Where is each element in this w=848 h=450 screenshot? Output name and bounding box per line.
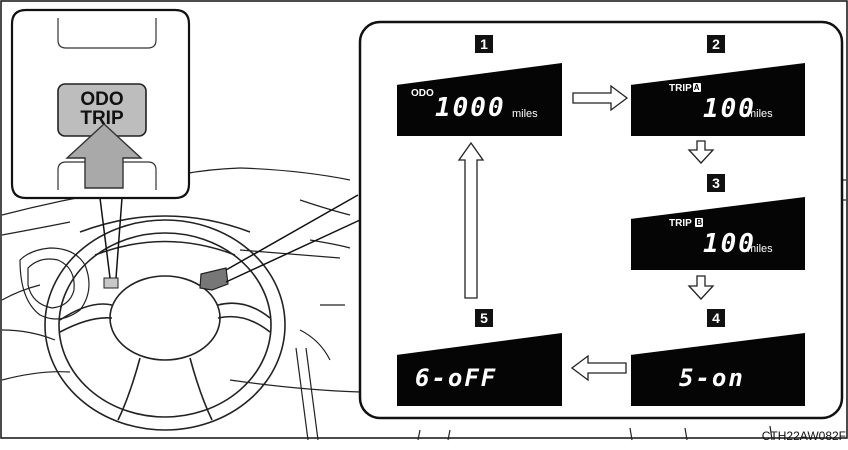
step-2-badge: 2 <box>707 35 725 53</box>
down-arrow-icon-a <box>687 140 715 164</box>
display-callout-line-a <box>225 194 359 271</box>
lcd-1-value: 1000 <box>435 93 506 123</box>
step-5-badge: 5 <box>475 309 493 327</box>
step-1-badge: 1 <box>475 35 493 53</box>
step-3-badge: 3 <box>707 174 725 192</box>
odo-trip-button-label[interactable]: ODO TRIP <box>58 90 146 128</box>
button-callout-line-a <box>99 197 111 279</box>
lcd-1-unit: miles <box>512 108 538 120</box>
right-arrow-icon <box>572 84 629 112</box>
cluster-left-marker <box>103 277 119 289</box>
press-arrow-icon <box>65 123 143 189</box>
button-line-1: ODO <box>80 89 124 110</box>
cluster-display-marker <box>199 267 229 291</box>
left-arrow-icon <box>570 354 627 382</box>
lcd-2-sub: A <box>692 83 701 92</box>
up-arrow-icon <box>457 141 485 299</box>
lcd-2-unit: miles <box>747 108 773 120</box>
lcd-1-label: ODO <box>411 88 434 99</box>
figure-border <box>0 0 848 439</box>
lcd-3-sub: B <box>695 218 704 227</box>
button-line-2: TRIP <box>80 108 124 129</box>
button-callout-line-b <box>115 197 123 279</box>
lcd-4-value: 5-on <box>679 364 745 392</box>
lcd-2-value: 100 <box>703 94 756 124</box>
lcd-3-value: 100 <box>703 229 756 259</box>
display-callout-line-b <box>225 219 361 283</box>
steering-wheel <box>44 215 286 431</box>
down-arrow-icon-b <box>687 275 715 300</box>
lcd-5-value: 6-oFF <box>415 364 498 392</box>
lcd-3-label: TRIP B <box>669 218 704 229</box>
lcd-3-unit: miles <box>747 243 773 255</box>
figure-code: CTH22AW082F <box>761 429 846 443</box>
lcd-step-1: ODO 1000 miles <box>397 63 562 136</box>
step-4-badge: 4 <box>707 309 725 327</box>
